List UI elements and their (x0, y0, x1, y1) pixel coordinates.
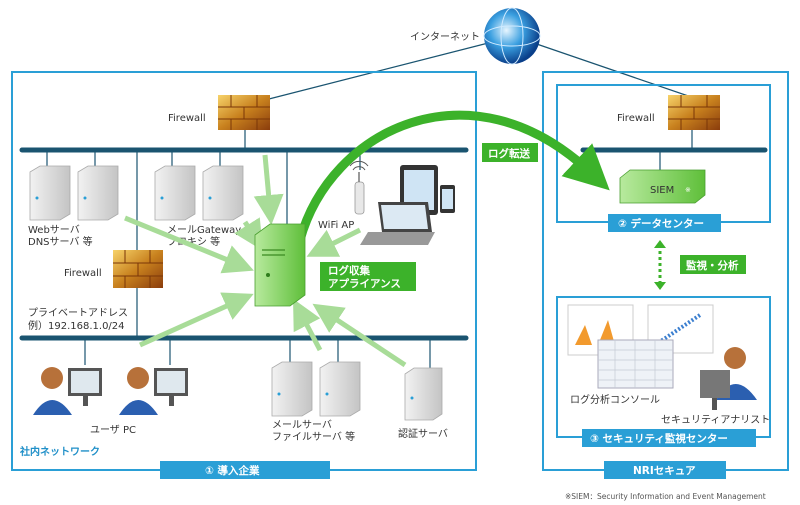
monitoring-arrow (654, 240, 666, 290)
siem-appliance-icon (619, 169, 706, 204)
log-appliance-label: ログ収集アプライアンス (328, 264, 401, 290)
nri-secure-label: NRIセキュア (633, 465, 696, 477)
internet-link-right (524, 39, 701, 101)
proxy-server-icon (202, 165, 244, 221)
wifi-ap-icon (349, 160, 369, 215)
nri-secure-label-box (604, 461, 726, 479)
siem-footnote-mark: ※ (685, 186, 691, 194)
user-pc-icons (33, 367, 188, 415)
client-company-label: ① 導入企業 (205, 464, 260, 477)
mail-server-icon (271, 361, 313, 417)
log-appliance-icon (254, 223, 306, 307)
wifi-ap-label: WiFi AP (318, 220, 354, 231)
auth-server-label: 認証サーバ (398, 427, 448, 440)
firewall-mid-icon (113, 250, 163, 288)
private-address-label: プライベートアドレス例）192.168.1.0/24 (28, 307, 128, 332)
nri-secure-frame (542, 71, 789, 471)
internet-link-left (264, 39, 501, 101)
security-analyst-icon (700, 347, 757, 410)
data-center-label: ② データセンター (618, 217, 704, 230)
soc-label: ③ セキュリティ監視センター (590, 432, 728, 445)
monitor-analysis-label-box (680, 255, 746, 274)
file-server-icon (319, 361, 361, 417)
firewall-right-label: Firewall (617, 113, 655, 124)
data-center-label-box (608, 214, 721, 232)
log-console-screens-icon (567, 304, 714, 389)
firewall-mid-label: Firewall (64, 268, 102, 279)
web-server-icon (29, 165, 71, 221)
soc-label-box (582, 429, 756, 447)
footnote: ※SIEM：Security Information and Event Man… (565, 492, 766, 501)
auth-server-icon (404, 367, 443, 421)
firewall-right-icon (668, 95, 720, 130)
security-analyst-label: セキュリティアナリスト (661, 414, 770, 426)
firewall-top-left-label: Firewall (168, 113, 206, 124)
client-company-label-box (160, 461, 330, 479)
siem-label: SIEM (650, 185, 674, 196)
firewall-top-left-icon (218, 95, 270, 130)
internet-globe-icon (483, 7, 541, 65)
internal-network-label: 社内ネットワーク (19, 445, 100, 458)
dns-server-icon (77, 165, 119, 221)
log-transfer-label: ログ転送 (488, 147, 530, 160)
internet-label: インターネット (410, 31, 480, 43)
mail-file-server-label: メールサーバファイルサーバ 等 (272, 419, 355, 443)
server-icons (29, 165, 443, 421)
log-collection-arrows (124, 154, 407, 368)
user-pc-label: ユーザ PC (90, 424, 136, 436)
log-transfer-label-box (482, 143, 538, 162)
log-console-label: ログ分析コンソール (570, 393, 660, 406)
log-transfer-arrow (295, 110, 610, 242)
log-appliance-label-box (320, 262, 416, 291)
monitor-analysis-label: 監視・分析 (686, 259, 739, 272)
network-drops (46, 130, 693, 368)
mail-gateway-server-icon (154, 165, 196, 221)
mobile-devices-icon (360, 165, 455, 245)
